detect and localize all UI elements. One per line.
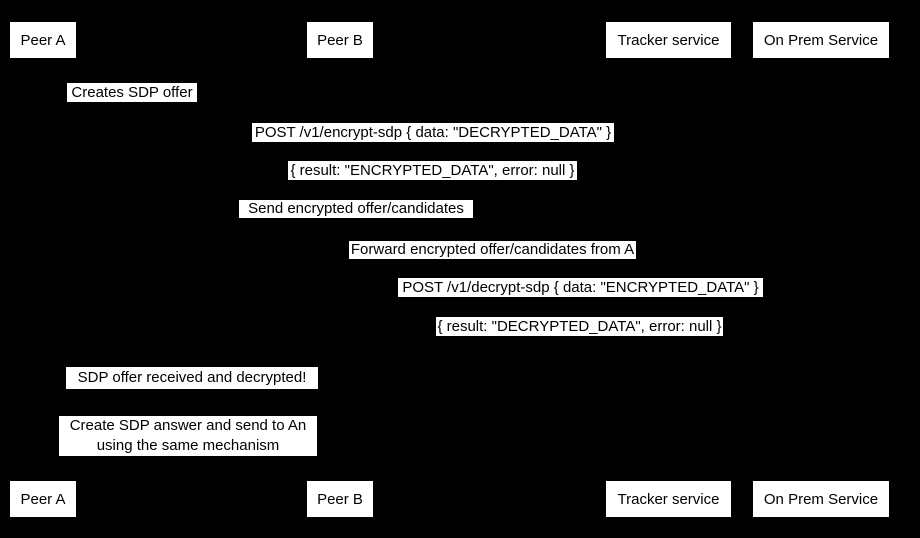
actor-box-on-prem-service-top: On Prem Service bbox=[753, 22, 889, 58]
message-post-decrypt-sdp: POST /v1/decrypt-sdp { data: "ENCRYPTED_… bbox=[398, 278, 763, 297]
message-send-encrypted-offer: Send encrypted offer/candidates bbox=[239, 200, 473, 218]
actor-box-on-prem-service-bottom: On Prem Service bbox=[753, 481, 889, 517]
message-forward-encrypted-offer: Forward encrypted offer/candidates from … bbox=[349, 241, 636, 259]
message-decrypt-result: { result: "DECRYPTED_DATA", error: null … bbox=[436, 317, 723, 336]
actor-box-peer-a-top: Peer A bbox=[10, 22, 76, 58]
note-creates-sdp-offer: Creates SDP offer bbox=[67, 83, 197, 102]
message-post-encrypt-sdp: POST /v1/encrypt-sdp { data: "DECRYPTED_… bbox=[252, 123, 614, 142]
note-sdp-offer-received: SDP offer received and decrypted! bbox=[66, 367, 318, 389]
actor-box-peer-b-bottom: Peer B bbox=[307, 481, 373, 517]
note-create-sdp-answer: Create SDP answer and send to An using t… bbox=[59, 416, 317, 456]
message-encrypt-result: { result: "ENCRYPTED_DATA", error: null … bbox=[288, 161, 577, 180]
actor-box-peer-a-bottom: Peer A bbox=[10, 481, 76, 517]
actor-box-peer-b-top: Peer B bbox=[307, 22, 373, 58]
actor-box-tracker-service-bottom: Tracker service bbox=[606, 481, 731, 517]
actor-box-tracker-service-top: Tracker service bbox=[606, 22, 731, 58]
